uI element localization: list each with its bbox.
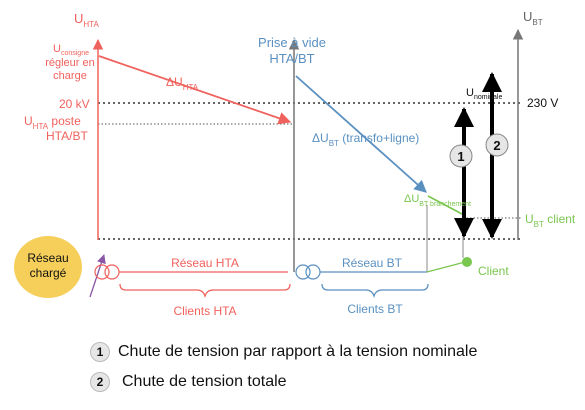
delta-u-branchement-label: ΔUBT branchement	[404, 193, 471, 208]
clients-bt-label: Clients BT	[347, 302, 403, 316]
hta-drop-line	[98, 55, 292, 125]
bt-drop-line	[295, 75, 427, 193]
reseau-charge-ellipse	[14, 236, 82, 298]
delta-u-hta-label: ΔUHTA	[166, 75, 199, 92]
u-nominale-label: Unominale	[466, 87, 502, 101]
legend-text-2: Chute de tension totale	[122, 373, 287, 390]
legend-number-2: 2	[90, 372, 110, 392]
client-dot	[462, 257, 472, 267]
u-bt-axis-label: UBT	[523, 9, 543, 27]
u-bt-client-label: UBT client	[525, 212, 576, 229]
u-hta-poste-label: UHTA poste	[24, 114, 81, 131]
hta-transformer-right	[104, 264, 120, 280]
reseau-regulator-arrow	[89, 254, 106, 298]
marker-1-label: 1	[457, 149, 464, 164]
branchement-line	[426, 261, 466, 273]
prise-a-vide-line2: HTA/BT	[269, 51, 314, 66]
marker-2-label: 2	[493, 138, 500, 153]
u-consigne-line3: charge	[53, 70, 87, 82]
legend-text-1: Chute de tension par rapport à la tensio…	[118, 343, 478, 360]
delta-u-bt-label: ΔUBT (transfo+ligne)	[312, 131, 419, 148]
u-consigne-line2: régleur en	[45, 57, 95, 69]
u-hta-axis-label: UHTA	[74, 11, 99, 29]
marker-2-circle	[485, 133, 509, 157]
prise-a-vide-line1: Prise à vide	[258, 35, 326, 50]
clients-bt-brace	[321, 283, 429, 299]
reseau-hta-label: Réseau HTA	[171, 256, 239, 270]
diagram-canvas: 1 2 Réseau chargé UHTA UBT Uconsigne rég…	[14, 9, 576, 318]
legend-item-2: 2 Chute de tension totale	[90, 372, 287, 392]
hta-transformer-left	[94, 264, 110, 280]
legend-item-1: 1 Chute de tension par rapport à la tens…	[90, 342, 477, 362]
clients-hta-brace	[119, 283, 291, 299]
u-hta-poste-line2: HTA/BT	[46, 129, 88, 143]
u-consigne-label: Uconsigne	[53, 43, 89, 57]
reseau-charge-line1: Réseau	[27, 251, 68, 265]
legend-number-1: 1	[90, 342, 110, 362]
clients-hta-label: Clients HTA	[173, 304, 236, 318]
v230-label: 230 V	[527, 96, 558, 110]
reseau-charge-line2: chargé	[30, 266, 67, 280]
kv20-label: 20 kV	[59, 97, 90, 111]
reseau-bt-label: Réseau BT	[342, 256, 403, 270]
client-label: Client	[478, 264, 509, 278]
bt-transformer-right	[305, 264, 321, 280]
bt-transformer-left	[295, 264, 311, 280]
marker-1-circle	[449, 144, 473, 168]
